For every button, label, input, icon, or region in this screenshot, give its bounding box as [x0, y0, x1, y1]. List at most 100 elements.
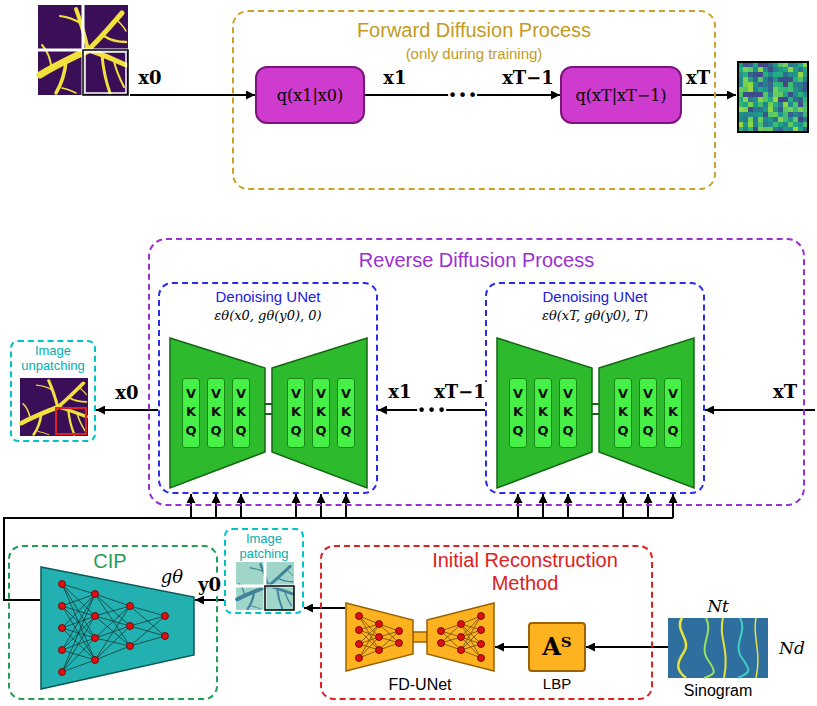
noise-pixel	[778, 67, 783, 72]
noise-pixel	[748, 92, 753, 97]
noise-pixel	[763, 77, 768, 82]
attention-block: V K Q	[639, 378, 657, 448]
noise-pixel	[768, 82, 773, 87]
edge-label: • • •	[417, 401, 447, 419]
noise-pixel	[763, 72, 768, 77]
noise-pixel	[793, 122, 798, 127]
noise-pixel	[753, 107, 758, 112]
attention-block: V K Q	[232, 378, 250, 448]
illustration-part	[622, 494, 624, 518]
sinogram-image: Sinogram	[668, 618, 768, 678]
illustration-part	[722, 618, 726, 678]
noise-pixel	[783, 67, 788, 72]
illustration-part	[190, 494, 192, 518]
neuron-dot	[356, 641, 363, 648]
noise-pixel	[778, 77, 783, 82]
attention-block: V K Q	[509, 378, 527, 448]
noise-pixel	[798, 67, 803, 72]
neuron-dot	[127, 623, 134, 630]
noise-pixel	[758, 97, 763, 102]
signal-label: x1	[386, 382, 413, 402]
noise-pixel	[758, 102, 763, 107]
noise-pixel	[793, 77, 798, 82]
noise-pixel	[773, 77, 778, 82]
attention-block: V K Q	[534, 378, 552, 448]
noise-pixel	[783, 72, 788, 77]
signal-label: Nt	[705, 597, 731, 616]
illustration-part	[295, 494, 297, 518]
neuron-dot	[458, 621, 465, 628]
noise-pixel	[758, 72, 763, 77]
noise-pixel	[743, 117, 748, 122]
noise-pixel	[753, 77, 758, 82]
noise-pixel	[748, 122, 753, 127]
network-link	[95, 626, 130, 660]
noise-pixel	[753, 87, 758, 92]
noise-pixel	[743, 87, 748, 92]
network-link	[62, 594, 95, 650]
neuron-dot	[438, 640, 445, 647]
neuron-dot	[356, 627, 363, 634]
noise-pixel	[763, 107, 768, 112]
network-body	[427, 603, 494, 671]
noise-pixel	[783, 107, 788, 112]
input-arrow	[130, 94, 255, 96]
fd-unet-shape: FD-UNet	[345, 602, 495, 672]
unpatching-box: Image unpatching	[10, 340, 96, 442]
noise-pixel	[778, 87, 783, 92]
neuron-dot	[162, 613, 169, 620]
noise-pixel	[788, 122, 793, 127]
noise-pixel	[788, 87, 793, 92]
box-title: Image unpatching	[14, 344, 92, 374]
illustration-part	[170, 338, 265, 488]
noise-pixel	[763, 117, 768, 122]
noise-pixel	[748, 97, 753, 102]
attention-letters: V K Q	[560, 385, 576, 442]
noise-pixel	[788, 67, 793, 72]
illustration-part	[517, 494, 519, 518]
attention-letters: V K Q	[510, 385, 526, 442]
neuron-dot	[478, 641, 485, 648]
neuron-dot	[396, 640, 403, 647]
cip-group: CIPgθ	[8, 545, 218, 700]
noise-pixel	[753, 92, 758, 97]
noise-pixel	[798, 122, 803, 127]
illustration-part	[22, 381, 87, 435]
illustration-part	[215, 494, 217, 518]
attention-block: V K Q	[287, 378, 305, 448]
noise-pixel	[763, 122, 768, 127]
attention-letters: V K Q	[183, 385, 199, 442]
bottleneck-bar	[413, 632, 427, 642]
noise-pixel	[778, 107, 783, 112]
noise-pixel	[758, 77, 763, 82]
neuron-dot	[127, 603, 134, 610]
denoiser-formula: εθ(xT, gθ(y0), T)	[487, 308, 703, 324]
noise-pixel	[748, 77, 753, 82]
noise-pixel	[753, 102, 758, 107]
neuron-dot	[356, 655, 363, 662]
group-title: Denoising UNet	[487, 288, 703, 306]
noise-pixel	[743, 122, 748, 127]
noise-pixel	[783, 97, 788, 102]
noise-pixel	[743, 107, 748, 112]
neuron-dot	[458, 634, 465, 641]
noise-pixel	[798, 82, 803, 87]
group-title: CIP	[70, 549, 150, 573]
noise-pixel	[773, 112, 778, 117]
noise-pixel	[788, 112, 793, 117]
signal-label: xT−1	[500, 68, 556, 88]
cip-network: gθ	[40, 566, 195, 690]
attention-letters: V K Q	[535, 385, 551, 442]
noise-pixel	[743, 97, 748, 102]
noise-pixel	[763, 92, 768, 97]
noise-pixel	[778, 112, 783, 117]
signal-label: xT	[771, 382, 799, 402]
operator-symbol: Aᵀ	[530, 633, 584, 662]
input-image-patches	[38, 5, 128, 95]
noise-pixel	[788, 92, 793, 97]
noise-pixel	[783, 112, 788, 117]
noise-pixel	[763, 82, 768, 87]
noise-pixel	[778, 72, 783, 77]
noise-pixel	[748, 72, 753, 77]
noise-pixel	[768, 122, 773, 127]
